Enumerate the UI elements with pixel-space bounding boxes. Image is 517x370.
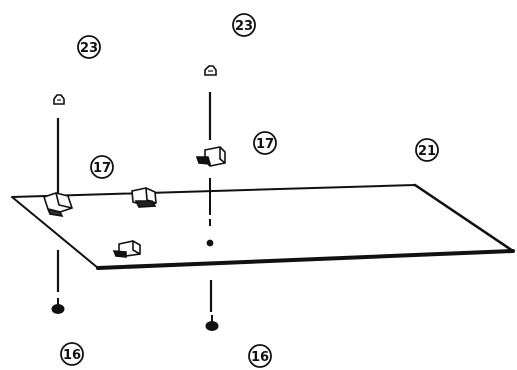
clip-center [195, 146, 226, 167]
callout-clip-center: 17 [253, 131, 277, 155]
callout-clip-left: 17 [90, 155, 114, 179]
clip-back-edge [131, 187, 157, 208]
svg-text:23: 23 [235, 19, 253, 34]
screw-bottom-center [205, 315, 219, 331]
svg-text:16: 16 [251, 350, 269, 365]
screw-bottom-left [51, 298, 65, 314]
base-panel [11, 183, 515, 270]
callout-screw-top-left: 23 [77, 35, 101, 59]
axis-line-center-middle [206, 178, 214, 247]
svg-text:17: 17 [256, 137, 274, 152]
clip-left [42, 192, 74, 218]
callout-screw-bottom-center: 16 [248, 344, 272, 368]
screw-top-center [204, 65, 217, 76]
callout-panel: 21 [415, 138, 439, 162]
callout-screw-bottom-left: 16 [60, 342, 84, 366]
screw-top-left [53, 94, 65, 105]
svg-text:21: 21 [418, 144, 436, 159]
svg-text:23: 23 [80, 41, 98, 56]
clip-front [112, 240, 141, 258]
svg-text:16: 16 [63, 348, 81, 363]
svg-text:17: 17 [93, 161, 111, 176]
callout-screw-top-center: 23 [232, 13, 256, 37]
